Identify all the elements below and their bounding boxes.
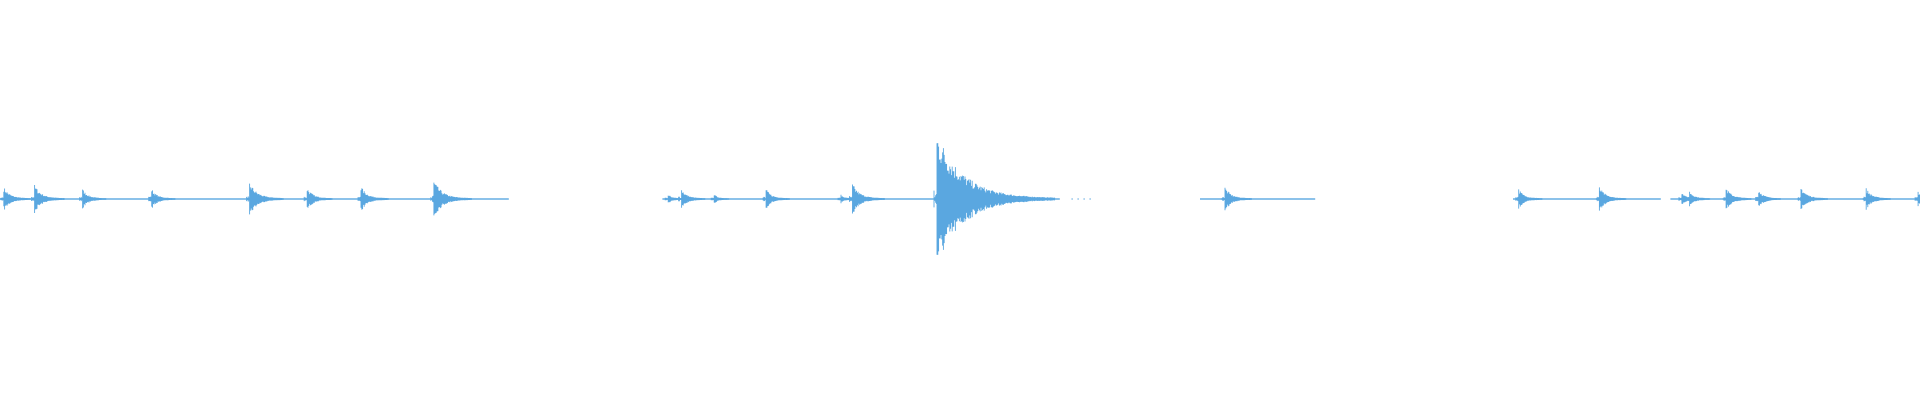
waveform-noise-dot	[1083, 198, 1085, 200]
waveform-transient-17	[1595, 187, 1627, 211]
waveform-transient-15	[1221, 187, 1252, 211]
waveform-transient-2	[79, 189, 107, 209]
waveform-transient-23	[1862, 188, 1891, 210]
waveform-segment-5	[1670, 198, 1920, 200]
waveform-transient-9	[678, 190, 706, 208]
waveform-transient-14	[933, 143, 1056, 255]
waveform-transient-5	[303, 190, 333, 208]
waveform-transient-10	[710, 195, 730, 203]
waveform-segment-4	[1513, 198, 1661, 200]
waveform-transient-4	[246, 183, 284, 215]
waveform-transient-19	[1686, 191, 1711, 207]
waveform-transient-22	[1797, 189, 1828, 209]
waveform-noise-dot	[1071, 198, 1073, 200]
waveform-transient-24	[1914, 191, 1920, 207]
waveform-transient-21	[1755, 192, 1781, 206]
waveform-transient-20	[1722, 189, 1752, 209]
waveform-segment-3	[1200, 198, 1316, 200]
waveform-noise-dot	[1077, 198, 1079, 200]
waveform-noise-dot	[1089, 198, 1091, 200]
waveform-transient-3	[148, 190, 176, 208]
waveform-transient-0	[0, 188, 31, 210]
waveform-transient-11	[762, 190, 790, 208]
waveform-transient-1	[31, 185, 65, 213]
waveform-transient-6	[357, 188, 389, 210]
waveform-transient-7	[430, 182, 472, 216]
waveform-transient-13	[849, 184, 885, 214]
waveform-transients	[0, 143, 1920, 255]
waveform-transient-16	[1515, 189, 1543, 209]
